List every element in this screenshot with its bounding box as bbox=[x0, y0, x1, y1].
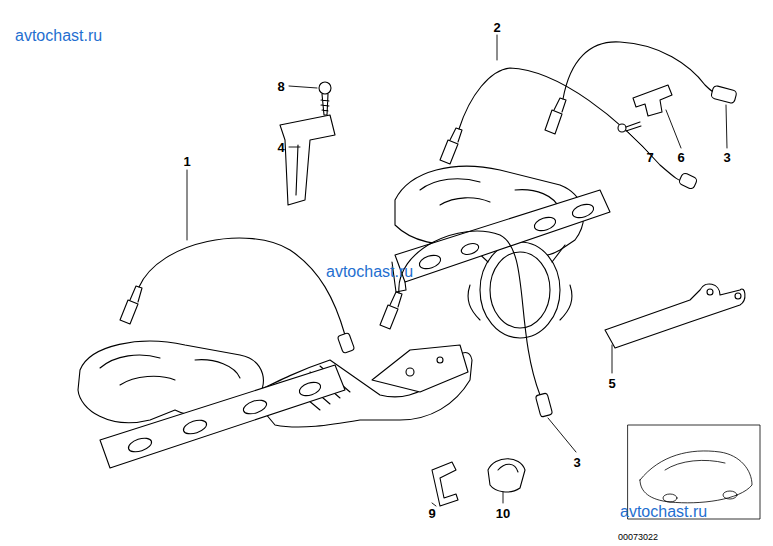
upper-manifold-shape bbox=[468, 285, 572, 320]
upper-manifold-shape bbox=[420, 179, 560, 210]
callout-number: 6 bbox=[677, 151, 684, 164]
lower-manifold-shape bbox=[100, 365, 345, 468]
lower-manifold-shape bbox=[242, 398, 269, 417]
watermark: avtochast.ru bbox=[326, 264, 413, 280]
callout-number: 3 bbox=[723, 151, 730, 164]
upper-manifold bbox=[392, 166, 610, 338]
inset-car-shape bbox=[665, 460, 725, 470]
oxygen-sensors-shape bbox=[440, 140, 458, 164]
oxygen-sensors-shape bbox=[120, 300, 138, 324]
loose-parts-shape bbox=[280, 115, 335, 205]
upper-manifold-shape bbox=[418, 253, 443, 271]
loose-parts-shape bbox=[488, 459, 525, 492]
leader-lines-shape bbox=[187, 170, 188, 240]
upper-manifold-shape bbox=[533, 215, 558, 233]
oxygen-sensors-shape bbox=[678, 172, 698, 190]
oxygen-sensors-shape bbox=[545, 110, 562, 134]
callout-number: 9 bbox=[428, 507, 435, 520]
callout-number: 2 bbox=[493, 21, 500, 34]
leader-lines-shape bbox=[497, 35, 498, 60]
loose-parts-shape bbox=[618, 124, 626, 132]
loose-parts-shape bbox=[296, 145, 298, 195]
inset-car-shape bbox=[663, 494, 677, 502]
leader-lines-shape bbox=[726, 105, 727, 148]
oxygen-sensors-shape bbox=[535, 393, 552, 417]
callout-number: 8 bbox=[277, 80, 284, 93]
callout-number: 4 bbox=[277, 141, 284, 154]
loose-parts-shape bbox=[735, 293, 741, 299]
upper-manifold-shape bbox=[460, 241, 480, 256]
loose-parts-shape bbox=[707, 289, 713, 295]
oxygen-sensors-shape bbox=[390, 292, 402, 307]
oxygen-sensors-shape bbox=[711, 85, 738, 104]
lower-manifold-shape bbox=[298, 380, 323, 398]
upper-manifold-shape bbox=[480, 242, 560, 338]
leader-lines-shape bbox=[289, 86, 317, 88]
callout-number: 7 bbox=[646, 151, 653, 164]
oxygen-sensors-shape bbox=[337, 332, 354, 353]
leader-lines-shape bbox=[612, 345, 613, 373]
oxygen-sensors-shape bbox=[380, 305, 398, 329]
oxygen-sensors-shape bbox=[450, 128, 462, 142]
loose-parts-shape bbox=[626, 122, 641, 131]
oxygen-sensors-shape bbox=[130, 286, 142, 302]
callout-number: 1 bbox=[183, 155, 190, 168]
lower-manifold-shape bbox=[127, 436, 154, 455]
leader-lines-shape bbox=[503, 492, 504, 503]
leader-lines-shape bbox=[289, 147, 300, 148]
lower-manifold-shape bbox=[182, 418, 209, 437]
loose-parts-shape bbox=[498, 464, 518, 472]
inset-car-shape bbox=[640, 451, 752, 503]
oxygen-sensors-shape bbox=[459, 68, 682, 180]
inset-car-shape bbox=[723, 491, 737, 499]
oxygen-sensors-shape bbox=[399, 231, 540, 395]
watermark: avtochast.ru bbox=[15, 28, 102, 44]
drawing-number: 00073022 bbox=[618, 533, 658, 542]
loose-parts-shape bbox=[605, 284, 745, 348]
oxygen-sensors-shape bbox=[563, 42, 718, 99]
leader-lines-shape bbox=[628, 132, 648, 152]
lower-manifold-shape bbox=[437, 357, 443, 363]
oxygen-sensors bbox=[120, 42, 737, 417]
leader-lines-shape bbox=[666, 110, 681, 148]
callout-number: 3 bbox=[573, 456, 580, 469]
oxygen-sensors-shape bbox=[554, 98, 566, 112]
leader-lines-shape bbox=[548, 418, 576, 452]
lower-manifold-shape bbox=[406, 368, 414, 376]
upper-manifold-shape bbox=[490, 252, 550, 328]
callout-number: 10 bbox=[496, 507, 510, 520]
watermark: avtochast.ru bbox=[620, 504, 707, 520]
callout-number: 5 bbox=[608, 377, 615, 390]
loose-parts-shape bbox=[319, 82, 331, 94]
loose-parts-shape bbox=[321, 94, 329, 115]
upper-manifold-shape bbox=[571, 202, 596, 220]
lower-manifold-shape bbox=[100, 355, 240, 385]
oxygen-sensors-shape bbox=[139, 238, 345, 335]
lower-manifold bbox=[78, 341, 472, 468]
lower-manifold-shape bbox=[372, 345, 468, 392]
loose-parts-shape bbox=[432, 462, 458, 506]
